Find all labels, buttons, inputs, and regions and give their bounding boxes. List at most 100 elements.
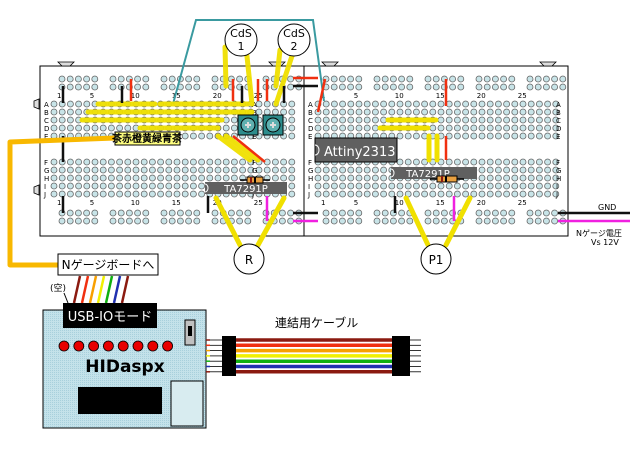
row-label: B <box>308 109 313 117</box>
hole <box>503 182 511 190</box>
hidaspx-usb-port <box>170 380 204 427</box>
breadboard-foot <box>539 61 557 67</box>
hole <box>140 158 148 166</box>
row-label: D <box>556 125 561 133</box>
hole <box>58 75 66 83</box>
hole <box>491 209 499 217</box>
hole <box>67 108 74 116</box>
hole <box>339 108 347 116</box>
hole <box>322 190 330 198</box>
hole <box>371 100 379 108</box>
hole <box>230 116 238 124</box>
hole <box>536 166 543 174</box>
hole <box>470 182 478 190</box>
hole <box>559 75 567 83</box>
yellow-jumpers-left <box>79 44 297 163</box>
hole <box>314 166 322 174</box>
breadboard-foot <box>33 184 40 196</box>
hole <box>58 124 66 132</box>
hole <box>543 209 550 217</box>
hole <box>75 158 82 166</box>
hole <box>503 132 511 140</box>
hole <box>330 83 338 91</box>
hole <box>116 190 123 198</box>
hole <box>483 83 491 91</box>
vs-label: Vs 12V <box>591 238 619 247</box>
hole <box>494 132 502 140</box>
hole <box>527 158 535 166</box>
row-label: B <box>252 109 257 117</box>
hole <box>338 217 346 225</box>
hole <box>371 174 379 182</box>
hole <box>288 108 296 116</box>
hole <box>176 217 184 225</box>
hole <box>322 124 330 132</box>
hole <box>475 217 483 225</box>
hole <box>347 209 355 217</box>
hole <box>193 83 201 91</box>
hole <box>157 182 165 190</box>
hole <box>494 158 502 166</box>
hole <box>185 83 193 91</box>
column-number: 20 <box>477 199 486 207</box>
hole <box>412 190 420 198</box>
hole <box>437 190 445 198</box>
hole <box>462 132 470 140</box>
hole <box>536 182 543 190</box>
row-label: I <box>556 183 558 191</box>
hole <box>503 124 511 132</box>
attiny-chip-label: Attiny2313 <box>324 145 396 160</box>
hole <box>91 166 99 174</box>
hole <box>83 83 90 91</box>
row-label: I <box>308 183 310 191</box>
hole <box>404 182 412 190</box>
hole <box>462 116 470 124</box>
hole <box>67 124 74 132</box>
hole <box>424 75 432 83</box>
hole <box>380 166 388 174</box>
column-number: 10 <box>131 199 140 207</box>
attiny-chip <box>314 137 398 163</box>
hole <box>83 166 91 174</box>
hole <box>58 182 66 190</box>
hole <box>50 124 58 132</box>
column-number: 10 <box>395 92 404 100</box>
hole <box>355 108 363 116</box>
hole <box>198 166 206 174</box>
hole <box>83 217 90 225</box>
hole <box>160 83 168 91</box>
hole <box>406 83 414 91</box>
hole <box>160 75 168 83</box>
hole <box>50 166 58 174</box>
hole <box>508 209 516 217</box>
hole <box>322 116 330 124</box>
hole <box>486 158 494 166</box>
hole <box>339 100 347 108</box>
hole <box>211 217 219 225</box>
hole <box>50 174 58 182</box>
hole <box>288 174 296 182</box>
hole <box>132 190 140 198</box>
hole <box>271 174 279 182</box>
hole <box>236 209 244 217</box>
hole <box>519 166 527 174</box>
hole <box>263 108 271 116</box>
hole <box>536 100 543 108</box>
row-label: F <box>556 159 560 167</box>
hole <box>339 182 347 190</box>
hole <box>99 190 107 198</box>
hole <box>475 209 483 217</box>
hole <box>116 124 123 132</box>
hole <box>134 209 142 217</box>
row-label: A <box>252 101 257 109</box>
hole <box>432 83 440 91</box>
hole <box>478 166 486 174</box>
hole <box>412 108 420 116</box>
hole <box>396 132 404 140</box>
hole <box>527 174 535 182</box>
hole <box>470 158 478 166</box>
hole <box>322 108 330 116</box>
row-label: E <box>556 133 560 141</box>
hole <box>462 108 470 116</box>
hole <box>519 132 527 140</box>
